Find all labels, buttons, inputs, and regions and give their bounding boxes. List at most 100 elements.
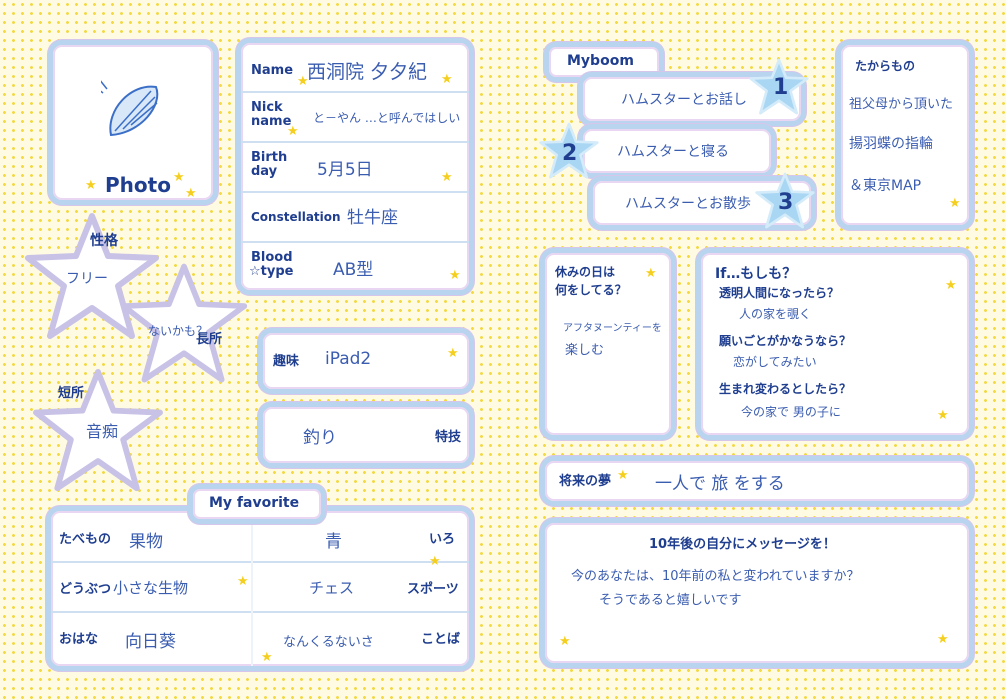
treasure-card: たからもの 祖父母から頂いた 揚羽蝶の指輪 ＆東京MAP ★	[836, 40, 974, 230]
skill-label: 特技	[435, 430, 462, 445]
holiday-title-1: 休みの日は	[555, 265, 616, 279]
star-icon: ★	[937, 632, 949, 647]
star-icon: ★	[949, 196, 961, 211]
personality-title: 性格	[90, 233, 118, 249]
dream-label: 将来の夢	[559, 474, 612, 489]
favorite-card: たべもの 果物 青 いろ どうぶつ 小さな生物 チェス スポーツ おはな 向日葵…	[46, 506, 474, 671]
fav-color-label: いろ	[429, 532, 456, 547]
star-icon: ★	[945, 278, 957, 293]
rank-star-1-icon	[749, 58, 809, 115]
divider	[241, 91, 469, 93]
star-icon: ★	[617, 468, 629, 483]
fav-sport-value: チェス	[309, 579, 355, 597]
rank-2-number: 2	[562, 141, 578, 166]
blood-label-1: Blood	[251, 250, 293, 265]
myboom-item-1-text: ハムスターとお話し	[621, 92, 747, 108]
treasure-title: たからもの	[855, 59, 916, 73]
star-icon: ★	[449, 268, 461, 283]
birthday-label-1: Birth	[251, 150, 288, 165]
weakness-value: 音痴	[86, 422, 119, 441]
divider	[241, 241, 469, 243]
hobby-card: 趣味 iPad2 ★	[258, 328, 474, 394]
if-answer-3: 今の家で 男の子に	[741, 405, 841, 419]
message-line-2: そうであると嬉しいです	[599, 593, 742, 608]
name-value: 西洞院 夕夕紀	[307, 61, 428, 83]
divider	[51, 611, 469, 613]
nickname-label-2: name	[251, 114, 292, 129]
skill-card: 釣り 特技	[258, 402, 474, 468]
if-question-3: 生まれ変わるとしたら？	[719, 382, 852, 396]
fav-sport-label: スポーツ	[407, 582, 459, 597]
star-icon: ★	[173, 170, 185, 185]
if-question-1: 透明人間になったら？	[719, 286, 840, 300]
divider	[241, 191, 469, 193]
holiday-title-2: 何をしてる？	[555, 283, 627, 297]
star-icon: ★	[287, 124, 299, 139]
strength-value: ないかも？	[148, 324, 209, 338]
if-card: If…もしも？ 透明人間になったら？ 人の家を覗く 願いごとがかなうなら？ 恋が…	[696, 248, 974, 440]
rank-1-number: 1	[773, 75, 789, 100]
myboom-title: Myboom	[567, 53, 634, 69]
blood-label-2: ☆type	[249, 264, 294, 279]
nickname-value: と－やん …と呼んではしい	[313, 111, 461, 125]
constellation-label: Constellation	[251, 210, 341, 224]
rank-star-2-icon	[539, 122, 599, 179]
fav-color-value: 青	[325, 532, 342, 552]
personality-star-3-icon	[33, 368, 163, 492]
photo-frame: Photo ★ ★ ★	[48, 40, 218, 205]
hobby-label: 趣味	[273, 354, 300, 369]
star-icon: ★	[441, 170, 453, 185]
blood-value: AB型	[333, 260, 374, 280]
fav-flower-value: 向日葵	[125, 632, 176, 652]
strength-title: 長所	[196, 332, 223, 347]
if-answer-2: 恋がしてみたい	[733, 355, 817, 369]
fav-food-value: 果物	[129, 532, 163, 552]
nickname-label-1: Nick	[251, 100, 283, 115]
fav-word-label: ことば	[421, 632, 461, 647]
holiday-line-2: 楽しむ	[565, 343, 605, 358]
star-icon: ★	[237, 574, 249, 589]
favorite-title-tab: My favorite	[188, 484, 326, 524]
treasure-line-2: 揚羽蝶の指輪	[849, 136, 933, 152]
hobby-value: iPad2	[325, 349, 372, 369]
fav-food-label: たべもの	[59, 532, 112, 547]
rank-3-number: 3	[778, 190, 794, 215]
star-icon: ★	[85, 178, 97, 193]
rank-star-3-icon	[755, 172, 815, 229]
dream-card: 将来の夢 一人で 旅 をする ★	[540, 456, 974, 506]
treasure-line-1: 祖父母から頂いた	[849, 97, 954, 112]
personality-value: フリー	[66, 271, 108, 287]
photo-label: Photo	[105, 173, 171, 197]
star-icon: ★	[559, 634, 571, 649]
fav-flower-label: おはな	[59, 632, 99, 647]
holiday-card: 休みの日は 何をしてる？ アフタヌーンティーを 楽しむ ★	[540, 248, 676, 440]
birthday-value: 5月5日	[317, 160, 373, 180]
message-line-1: 今のあなたは、10年前の私と変われていますか？	[571, 569, 860, 584]
star-icon: ★	[429, 554, 441, 569]
star-icon: ★	[261, 650, 273, 665]
fav-animal-value: 小さな生物	[113, 579, 189, 597]
if-answer-1: 人の家を覗く	[739, 307, 812, 321]
fav-animal-label: どうぶつ	[59, 582, 112, 597]
divider	[51, 561, 469, 563]
skill-value: 釣り	[303, 428, 337, 448]
name-label: Name	[251, 63, 294, 78]
myboom-item-2: ハムスターと寝る	[578, 124, 776, 178]
personality-star-2-icon	[120, 263, 248, 383]
message-card: 10年後の自分にメッセージを！ 今のあなたは、10年前の私と変われていますか？ …	[540, 518, 974, 668]
constellation-value: 牡牛座	[347, 208, 398, 228]
favorite-title: My favorite	[209, 495, 300, 511]
fav-word-value: なんくるないさ	[283, 635, 374, 650]
dream-value: 一人で 旅 をする	[655, 474, 785, 494]
divider	[251, 511, 253, 666]
divider	[241, 141, 469, 143]
seed-illustration	[101, 80, 159, 137]
myboom-item-2-text: ハムスターと寝る	[617, 144, 729, 160]
birthday-label-2: day	[251, 164, 278, 179]
star-icon: ★	[937, 408, 949, 423]
star-icon: ★	[645, 266, 657, 281]
holiday-line-1: アフタヌーンティーを	[563, 323, 662, 334]
message-title: 10年後の自分にメッセージを！	[649, 537, 836, 552]
if-question-2: 願いごとがかなうなら？	[719, 334, 852, 348]
star-icon: ★	[441, 72, 453, 87]
